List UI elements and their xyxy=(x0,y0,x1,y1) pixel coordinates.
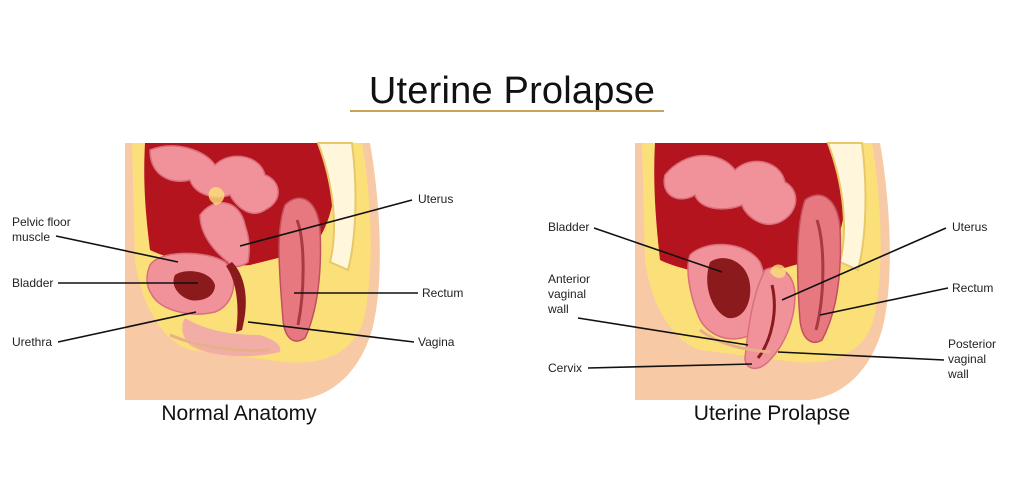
label-urethra: Urethra xyxy=(12,335,53,349)
label-rectum: Rectum xyxy=(422,286,464,300)
label-uterus: Uterus xyxy=(418,192,454,206)
prolapse-leader-lines xyxy=(577,227,949,369)
label-vagina: Vagina xyxy=(418,335,455,349)
label-rectum-prolapse: Rectum xyxy=(952,281,994,295)
caption-normal-anatomy: Normal Anatomy xyxy=(161,402,317,425)
caption-uterine-prolapse: Uterine Prolapse xyxy=(693,402,851,425)
prolapse-anatomy-illustration xyxy=(635,142,890,400)
title-underline xyxy=(350,110,664,112)
normal-leader-lines xyxy=(55,199,418,343)
page-title: Uterine Prolapse xyxy=(368,70,656,112)
label-pelvic-floor-muscle: Pelvic floor muscle xyxy=(12,215,71,244)
label-bladder: Bladder xyxy=(12,276,54,290)
label-bladder-prolapse: Bladder xyxy=(548,220,590,234)
label-uterus-prolapse: Uterus xyxy=(952,220,988,234)
label-anterior-vaginal-wall: Anterior vaginal wall xyxy=(548,272,591,316)
label-posterior-vaginal-wall: Posterior vaginal wall xyxy=(948,337,997,381)
label-cervix: Cervix xyxy=(548,361,583,375)
normal-anatomy-illustration xyxy=(125,142,380,400)
